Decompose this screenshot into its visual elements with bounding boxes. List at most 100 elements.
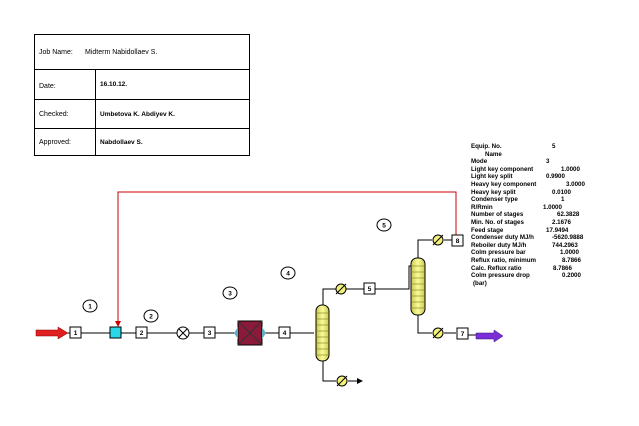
- product-arrow: [475, 329, 504, 343]
- condenser-2-icon[interactable]: [432, 234, 444, 246]
- param-value: -5620.9888: [552, 234, 584, 242]
- checked-row: Checked: Umbetova K. Abdiyev K.: [35, 99, 249, 129]
- equipment-3-label: 3: [222, 286, 238, 300]
- param-label: Reboiler duty MJ/h: [471, 241, 527, 249]
- line-column2-top-to-condenser: [417, 239, 432, 258]
- title-block: Job Name: Midterm Nabidollaev S. Date: 1…: [34, 34, 250, 156]
- param-value: 2.1676: [552, 218, 571, 226]
- param-label: Colm pressure drop: [471, 272, 530, 280]
- equipment-2-label: 2: [143, 309, 159, 323]
- svg-text:1: 1: [88, 304, 92, 311]
- param-label: Equip. No.: [471, 143, 502, 150]
- param-label: Reflux ratio, minimum: [471, 256, 536, 264]
- stream-3-tag[interactable]: 3: [203, 326, 216, 339]
- param-label: Calc. Reflux ratio: [471, 264, 522, 272]
- line-condenser-to-column2: [346, 265, 411, 290]
- param-value: 8.7866: [553, 264, 572, 272]
- feed-arrow: [35, 326, 69, 340]
- param-row: Condenser duty MJ/h -5620.9888: [471, 234, 621, 242]
- svg-text:8: 8: [456, 238, 460, 245]
- job-name-value: Midterm Nabidollaev S.: [85, 49, 158, 56]
- mixer-icon[interactable]: [109, 326, 122, 339]
- svg-text:4: 4: [283, 330, 287, 337]
- param-row: Calc. Reflux ratio 8.7866: [471, 265, 621, 273]
- stream-4-tag[interactable]: 4: [278, 326, 291, 339]
- param-value: 5: [552, 143, 556, 150]
- checked-label: Checked:: [39, 111, 69, 118]
- svg-text:7: 7: [461, 331, 465, 338]
- param-row: Colm pressure bar 1.0000: [471, 249, 621, 257]
- reboiler-2-icon[interactable]: [432, 327, 444, 339]
- param-label: Feed stage: [471, 226, 504, 234]
- param-label: Colm pressure bar: [471, 249, 526, 257]
- date-row: Date: 16.10.12.: [35, 69, 249, 100]
- distillation-column-2-icon[interactable]: [410, 257, 426, 316]
- title-block-divider: [95, 69, 96, 156]
- param-value: 8.7866: [562, 256, 581, 264]
- svg-text:5: 5: [368, 286, 372, 293]
- svg-text:3: 3: [208, 330, 212, 337]
- job-name-label: Job Name:: [39, 49, 73, 56]
- param-label: Heavy key component: [471, 180, 537, 188]
- param-label: Number of stages: [471, 211, 524, 219]
- param-value: 0.0100: [552, 188, 571, 196]
- param-value: 17.9494: [546, 226, 569, 234]
- param-row: (bar): [471, 280, 621, 288]
- param-value: 62.3828: [557, 211, 580, 219]
- param-value: 0.2000: [562, 272, 581, 280]
- param-value: 1.0000: [560, 249, 579, 257]
- stream-8-tag[interactable]: 8: [451, 234, 464, 247]
- distillation-column-1-icon[interactable]: [315, 304, 330, 362]
- svg-text:4: 4: [286, 271, 290, 278]
- param-value: 1: [561, 196, 565, 204]
- reboiler-1-icon[interactable]: [336, 375, 348, 387]
- checked-value: Umbetova K. Abdiyev K.: [100, 111, 175, 118]
- param-value: 3: [546, 158, 550, 166]
- svg-text:2: 2: [140, 330, 144, 337]
- line-column1-top-to-condenser: [322, 288, 336, 305]
- line-column1-bottom-to-reboiler: [322, 360, 336, 382]
- recycle-line: [117, 191, 457, 322]
- job-name-row: Job Name: Midterm Nabidollaev S.: [35, 35, 249, 69]
- param-label: Light key split: [471, 173, 513, 181]
- date-value: 16.10.12.: [100, 81, 128, 88]
- svg-text:1: 1: [74, 330, 78, 337]
- param-label: R/Rmin: [471, 203, 493, 211]
- svg-text:5: 5: [382, 223, 386, 230]
- param-row: Equip. No. 5: [471, 143, 621, 151]
- svg-text:3: 3: [228, 291, 232, 298]
- stream-1-tag[interactable]: 1: [69, 326, 82, 339]
- stream-7-tag[interactable]: 7: [456, 327, 469, 340]
- param-row: Min. No. of stages 2.1676: [471, 219, 621, 227]
- condenser-1-icon[interactable]: [335, 283, 347, 295]
- param-row: Feed stage 17.9494: [471, 227, 621, 235]
- date-label: Date:: [39, 83, 56, 90]
- param-row: Reflux ratio, minimum 8.7866: [471, 257, 621, 265]
- param-row: Heavy key component 3.0000: [471, 181, 621, 189]
- param-row: Name: [471, 151, 621, 159]
- param-value: 1.0000: [543, 203, 562, 211]
- param-label: Min. No. of stages: [471, 218, 524, 226]
- svg-text:2: 2: [149, 314, 153, 321]
- param-row: R/Rmin 1.0000: [471, 204, 621, 212]
- recycle-arrowhead: [115, 321, 121, 327]
- reactor-icon[interactable]: [234, 320, 266, 346]
- pump-icon[interactable]: [176, 326, 190, 340]
- param-label: Name: [485, 150, 502, 158]
- param-row: Colm pressure drop 0.2000: [471, 272, 621, 280]
- line-column2-bottom-to-reboiler: [417, 314, 432, 334]
- stream-2-tag[interactable]: 2: [135, 326, 148, 339]
- approved-value: Nabdollaev S.: [100, 139, 143, 146]
- param-label: (bar): [473, 279, 487, 287]
- equipment-5-label: 5: [376, 218, 392, 232]
- param-value: 0.9900: [546, 173, 565, 181]
- param-label: Condenser duty MJ/h: [471, 234, 534, 242]
- param-value: 3.0000: [566, 180, 585, 188]
- stream-5-tag[interactable]: 5: [363, 282, 376, 295]
